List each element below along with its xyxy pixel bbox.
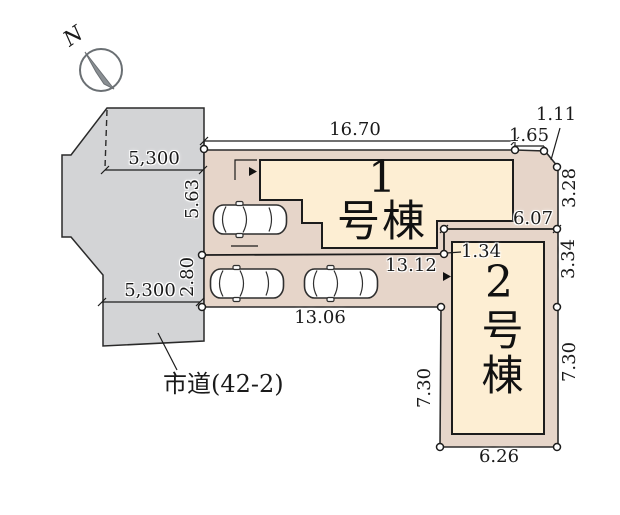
road-area [61, 107, 205, 347]
dim-lot2-left: 7.30 [414, 367, 435, 409]
dim-frontage-lower: 2.80 [177, 256, 198, 298]
car-3-icon [303, 264, 379, 303]
dim-road-width-top: 5,300 [128, 148, 180, 169]
car-1-icon [212, 200, 288, 239]
dim-lot1-bottom: 13.12 [385, 255, 437, 276]
entrance-marker-1-icon [249, 167, 257, 176]
boundary-point-markers [197, 144, 562, 452]
dim-lot2-inset: 1.34 [460, 241, 502, 262]
dim-frontage-upper: 5.63 [182, 178, 203, 220]
dim-right-middle: 3.34 [558, 238, 579, 280]
dim-lot2-right: 7.30 [559, 341, 580, 383]
building-1-footprint [259, 159, 514, 249]
building-1-number: 1 [368, 152, 396, 203]
approach-bracket [234, 159, 257, 180]
entrance-marker-2-icon [443, 272, 451, 281]
road-name-label: 市道(42-2) [163, 370, 284, 398]
compass-icon [79, 48, 123, 92]
dim-top-width: 16.70 [329, 119, 381, 140]
building-1-suffix: 号棟 [337, 196, 427, 247]
dim-top-right-short: 1.65 [508, 125, 550, 146]
car-2-icon [209, 264, 285, 303]
dim-road-width-bottom: 5,300 [124, 280, 176, 301]
dim-right-upper: 3.28 [559, 167, 580, 209]
building-1-label: 1 号棟 [312, 152, 452, 247]
building-2-footprint [451, 241, 545, 435]
building-2-suffix: 号棟 [475, 307, 524, 398]
building-2-number: 2 [485, 257, 513, 308]
dim-top-right-slant: 1.11 [535, 104, 577, 125]
dim-parking-bottom: 13.06 [294, 307, 346, 328]
dim-lot-divider: 6.07 [512, 208, 554, 229]
dim-lot2-bottom: 6.26 [478, 446, 520, 467]
building-2-label: 2 号棟 [470, 257, 528, 398]
